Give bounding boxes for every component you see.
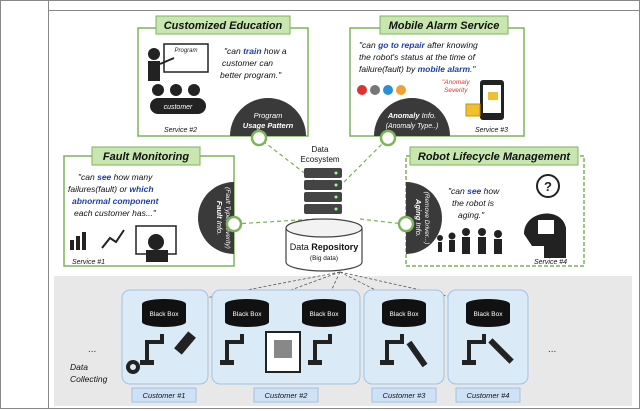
fault-info-semicircle — [198, 182, 234, 254]
mobile-phone-icon — [465, 80, 504, 120]
service2-label: Service #2 — [164, 127, 197, 134]
diagram-canvas: Customized Education Program customer "c… — [54, 14, 632, 406]
service4-label: Service #4 — [534, 259, 567, 266]
black-box-label-1: Black Box — [150, 311, 180, 318]
fault-title: Fault Monitoring — [103, 151, 189, 163]
robot-arm-icons — [126, 331, 514, 374]
customer4-label-box — [455, 387, 521, 403]
customer-label-4: Customer #4 — [467, 391, 510, 400]
anomaly-label-2: Severity — [444, 87, 468, 94]
lifecycle-info-line1: Aging Info. — [414, 198, 423, 237]
service-lifecycle-panel: Robot Lifecycle Management Aging Info. (… — [397, 146, 585, 267]
education-info-line1: Program — [254, 111, 283, 120]
anomaly-label-1: "Anomaly — [442, 79, 470, 86]
ellipsis-left: ... — [88, 344, 96, 355]
service1-label: Service #1 — [72, 259, 105, 266]
diagram-svg: Customized Education Program customer "c… — [54, 15, 632, 406]
left-margin-column — [0, 0, 49, 409]
robot-arm-icon-2 — [220, 334, 244, 365]
customer2-label-box — [253, 387, 319, 403]
customer-groups: Black Box Black Box Black Box Black Box … — [70, 289, 556, 403]
lifecycle-title: Robot Lifecycle Management — [418, 151, 572, 163]
customer-label-3: Customer #3 — [383, 391, 427, 400]
repository-sublabel: (Big data) — [310, 255, 338, 262]
service-alarm-panel: Mobile Alarm Service "can go to repair a… — [349, 15, 525, 147]
black-box-label-5: Black Box — [474, 311, 504, 318]
program-board-label: Program — [174, 48, 197, 54]
lifecycle-info-line2: (Remove Driver...) — [423, 192, 430, 245]
black-box-label-2: Black Box — [233, 311, 263, 318]
customer1-label-box — [131, 387, 197, 403]
black-box-2 — [225, 299, 269, 327]
ellipsis-right: ... — [548, 344, 556, 355]
customer-label-2: Customer #2 — [265, 391, 309, 400]
ecosystem-connectors — [233, 137, 405, 225]
top-margin-band — [48, 0, 640, 11]
alarm-connector-node — [379, 129, 397, 147]
lifecycle-connector-node — [397, 215, 415, 233]
fault-connector-node — [225, 215, 243, 233]
education-info-line2: Usage Pattern — [243, 121, 294, 130]
black-box-1 — [142, 299, 186, 327]
robot-arm-icon-1 — [140, 334, 164, 365]
customer-label-1: Customer #1 — [143, 391, 186, 400]
aging-people-icon: ? — [437, 174, 566, 258]
black-box-5 — [466, 299, 510, 327]
lifecycle-info-semicircle — [406, 182, 442, 254]
education-info-semicircle — [230, 98, 306, 136]
service3-label: Service #3 — [475, 127, 508, 134]
customer-label: customer — [164, 104, 193, 111]
analytics-charts-icon — [70, 225, 177, 262]
cnc-machine-icon — [265, 331, 301, 373]
education-quote-line2: customer can — [222, 58, 273, 68]
tool-icon-1 — [174, 331, 196, 355]
repository-label: Data Repository — [290, 242, 359, 252]
paintbrush-icon — [406, 340, 428, 368]
service-education-panel: Customized Education Program customer "c… — [137, 15, 309, 147]
alarm-info-semicircle — [374, 98, 450, 136]
data-repository-cylinder — [285, 218, 363, 272]
data-collecting-label-2: Collecting — [70, 374, 108, 384]
black-box-label-3: Black Box — [310, 311, 340, 318]
education-title: Customized Education — [164, 20, 283, 32]
fault-quote-line1: "can see how many — [78, 172, 153, 182]
fault-quote-line2: failures(fault) or which — [68, 184, 154, 194]
lifecycle-quote-line3: aging." — [458, 210, 485, 220]
customer3-label-box — [371, 387, 437, 403]
black-box-label-4: Black Box — [390, 311, 420, 318]
fault-quote-line4: each customer has..." — [74, 208, 157, 218]
teacher-presentation-icon — [148, 43, 209, 114]
lifecycle-quote-line1: "can see how — [448, 186, 500, 196]
fault-info-line2: (Fault Type, Severity) — [224, 187, 231, 249]
fault-info-line1: Fault Info. — [215, 201, 224, 236]
lifecycle-quote-line2: the robot is — [452, 198, 495, 208]
alarm-quote-line1: "can go to repair after knowing — [359, 40, 478, 50]
ecosystem-label-1: Data — [312, 145, 329, 154]
svg-text:?: ? — [544, 179, 552, 194]
alarm-quote-line2: the robot's status at the time of — [359, 52, 477, 62]
data-ecosystem-center: Data Ecosystem Data Repository (Big data… — [285, 145, 363, 272]
alarm-info-line2: (Anomaly Type..) — [386, 123, 439, 130]
ecosystem-label-2: Ecosystem — [300, 155, 339, 164]
education-quote-line1: "can train how a — [224, 46, 287, 56]
black-box-3 — [302, 299, 346, 327]
alarm-quote-line3: failure(fault) by mobile alarm." — [359, 64, 476, 74]
welding-torch-icon — [488, 338, 514, 364]
gear-icon — [126, 360, 140, 374]
service-fault-panel: Fault Monitoring "can see how many failu… — [63, 146, 243, 267]
robot-arm-icon-3 — [308, 334, 332, 365]
education-quote-line3: better program." — [220, 70, 282, 80]
fault-quote-line3: abnormal component — [72, 196, 160, 206]
server-stack-icon — [304, 168, 342, 214]
education-connector-node — [250, 129, 268, 147]
data-collecting-label-1: Data — [70, 362, 88, 372]
alarm-info-line1: Anomaly Info. — [387, 111, 436, 120]
black-box-4 — [382, 299, 426, 327]
robot-arm-icon-5 — [462, 334, 486, 365]
alarm-title: Mobile Alarm Service — [389, 20, 500, 32]
alarm-status-icons — [357, 85, 406, 95]
robot-arm-icon-4 — [380, 334, 404, 365]
